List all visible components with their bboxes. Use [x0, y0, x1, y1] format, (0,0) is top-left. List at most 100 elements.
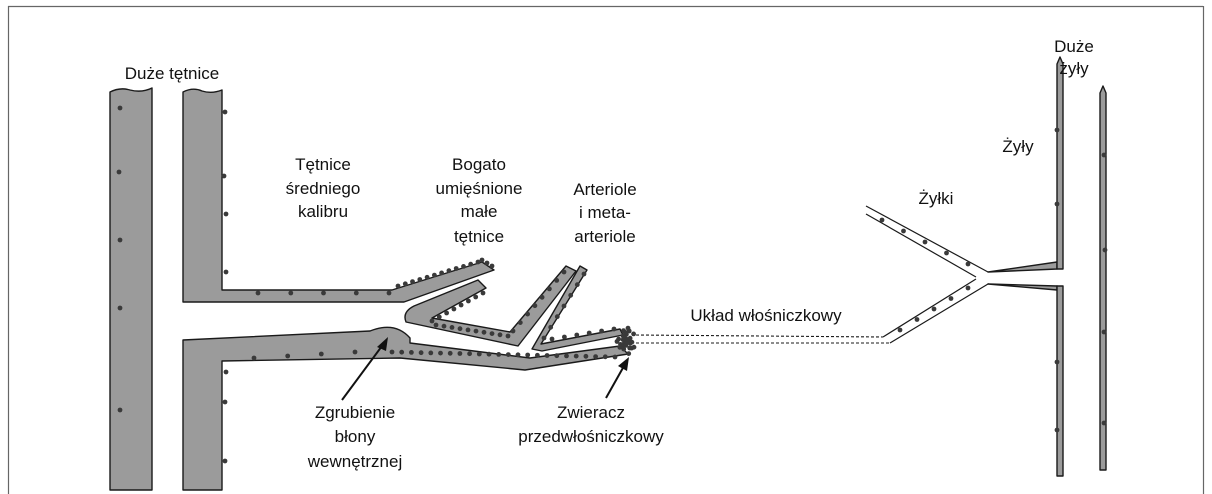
nucleus-dot	[550, 337, 555, 342]
nucleus-dot	[118, 306, 123, 311]
nucleus-dot	[547, 287, 552, 292]
nucleus-dot	[430, 319, 435, 324]
label-intimal-thickening: Zgrubienie błony wewnętrznej	[307, 403, 403, 471]
label-line: i meta-	[579, 203, 631, 222]
nucleus-dot	[224, 270, 229, 275]
nucleus-dot	[437, 315, 442, 320]
nucleus-dot	[542, 336, 547, 341]
nucleus-dot	[1055, 360, 1060, 365]
nucleus-dot	[545, 353, 550, 358]
nucleus-dot	[224, 212, 229, 217]
nucleus-dot	[548, 325, 553, 330]
nucleus-dot	[533, 303, 538, 308]
nucleus-dot	[467, 351, 472, 356]
nucleus-dot	[564, 354, 569, 359]
nucleus-dot	[222, 174, 227, 179]
nucleus-dot	[568, 293, 573, 298]
label-line: małe	[461, 202, 498, 221]
label-line: umięśnione	[436, 179, 523, 198]
nucleus-dot	[480, 258, 485, 263]
venule-vein-junction-lower	[988, 284, 1057, 290]
label-line: arteriole	[574, 227, 635, 246]
nucleus-dot	[631, 332, 636, 337]
nucleus-dot	[615, 339, 620, 344]
nucleus-dot	[448, 351, 453, 356]
nucleus-dot	[562, 270, 567, 275]
nucleus-dot	[496, 352, 501, 357]
nucleus-dot	[288, 291, 293, 296]
nucleus-dot	[511, 329, 516, 334]
label-line: Duże	[1054, 37, 1094, 56]
lower-venule-outer-wall	[890, 284, 988, 343]
nucleus-dot	[628, 336, 633, 341]
label-line: wewnętrznej	[307, 452, 403, 471]
nucleus-dot	[621, 337, 626, 342]
label-line: Tętnice	[295, 155, 351, 174]
nucleus-dot	[1055, 428, 1060, 433]
label-line: tętnice	[454, 227, 504, 246]
nucleus-dot	[390, 350, 395, 355]
nucleus-dot	[535, 353, 540, 358]
nucleus-dot	[554, 353, 559, 358]
nucleus-dot	[923, 240, 928, 245]
label-line: przedwłośniczkowy	[518, 427, 664, 446]
label-line: Zgrubienie	[315, 403, 395, 422]
nucleus-dot	[932, 307, 937, 312]
arrow-precapillary-sphincter	[606, 357, 629, 398]
label-veins: Żyły	[1002, 137, 1034, 156]
nucleus-dot	[481, 291, 486, 296]
nucleus-dot	[452, 307, 457, 312]
nucleus-dot	[621, 328, 626, 333]
nucleus-dot	[587, 331, 592, 336]
nucleus-dot	[485, 261, 490, 266]
nucleus-dot	[454, 266, 459, 271]
nucleus-dot	[562, 335, 567, 340]
label-arterioles: Arteriole i meta- arteriole	[573, 180, 636, 246]
nucleus-dot	[621, 347, 626, 352]
nucleus-dot	[223, 110, 228, 115]
capillary-upper-wall	[636, 335, 883, 337]
nucleus-dot	[459, 303, 464, 308]
nucleus-dot	[525, 353, 530, 358]
nucleus-dot	[118, 238, 123, 243]
label-precapillary-sphincter: Zwieracz przedwłośniczkowy	[518, 403, 664, 446]
nucleus-dot	[482, 330, 487, 335]
nucleus-dot	[554, 278, 559, 283]
nucleus-dot	[880, 218, 885, 223]
nucleus-dot	[915, 317, 920, 322]
nucleus-dot	[466, 328, 471, 333]
nucleus-dot	[1102, 330, 1107, 335]
nucleus-dot	[438, 351, 443, 356]
nucleus-dot	[223, 400, 228, 405]
nucleus-dot	[574, 354, 579, 359]
nucleus-dot	[575, 282, 580, 287]
nucleus-dot	[1055, 128, 1060, 133]
nucleus-dot	[599, 329, 604, 334]
upper-venule-outer-wall	[866, 206, 988, 272]
nucleus-dot	[396, 284, 401, 289]
upper-venule-inner-wall	[866, 214, 976, 277]
nucleus-dot	[434, 323, 439, 328]
arrow-shaft	[606, 366, 624, 398]
nucleus-dot	[252, 356, 257, 361]
lower-venule-inner-wall	[883, 279, 976, 337]
nucleus-dot	[626, 326, 631, 331]
label-capillary-system: Układ włośniczkowy	[690, 306, 842, 325]
nucleus-dot	[613, 355, 618, 360]
label-venules: Żyłki	[919, 189, 954, 208]
nucleus-dot	[574, 333, 579, 338]
arrow-head	[618, 357, 629, 371]
nucleus-dot	[442, 324, 447, 329]
nucleus-dot	[428, 351, 433, 356]
nucleus-dot	[582, 272, 587, 277]
nucleus-dot	[1102, 421, 1107, 426]
nucleus-dot	[518, 320, 523, 325]
nucleus-dot	[468, 262, 473, 267]
label-line: Arteriole	[573, 180, 636, 199]
label-large-arteries: Duże tętnice	[125, 64, 220, 83]
nucleus-dot	[256, 291, 261, 296]
nucleus-dot	[474, 329, 479, 334]
nucleus-dot	[417, 277, 422, 282]
large-artery-left-wall	[110, 88, 152, 490]
